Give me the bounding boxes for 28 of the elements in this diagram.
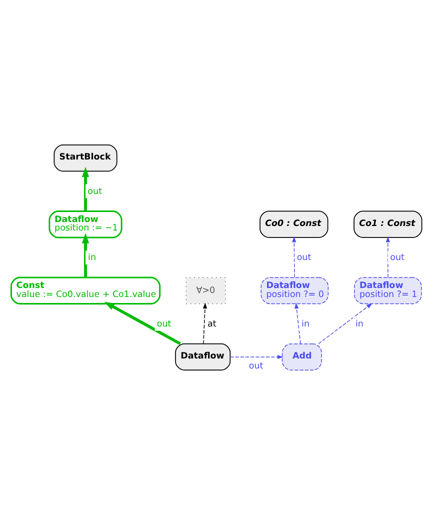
node-box: Dataflow position ?= 0 [260, 276, 329, 304]
node-box: Dataflow position := −1 [48, 210, 122, 238]
node-box: Const value := Co0.value + Co1.value [10, 276, 161, 304]
arrow [292, 236, 296, 278]
arrow [82, 232, 90, 277]
node-box: StartBlock [54, 144, 118, 172]
arrow [318, 302, 372, 344]
edge-label: in [302, 318, 310, 329]
edge-label: out [248, 361, 264, 372]
node-box: Dataflow [175, 342, 231, 370]
edge-label: out [296, 252, 312, 263]
arrow [202, 302, 208, 344]
arrow [230, 354, 284, 359]
node-box: Dataflow position ?= 1 [354, 276, 422, 304]
edge-label: out [390, 252, 404, 263]
arrow [82, 166, 90, 211]
edge-label: out [156, 318, 172, 329]
arrow [294, 302, 301, 344]
node-box: ∀>0 [186, 276, 226, 304]
node-box: Add [282, 342, 322, 370]
node-box: Co0 : Const [260, 210, 328, 238]
edge-label: in [88, 252, 96, 263]
edge-label: out [88, 186, 102, 196]
arrow [104, 301, 181, 345]
arrow [386, 236, 390, 278]
edge-label: at [208, 318, 216, 329]
node-box: Co1 : Const [354, 210, 422, 238]
edge-label: in [356, 318, 364, 329]
